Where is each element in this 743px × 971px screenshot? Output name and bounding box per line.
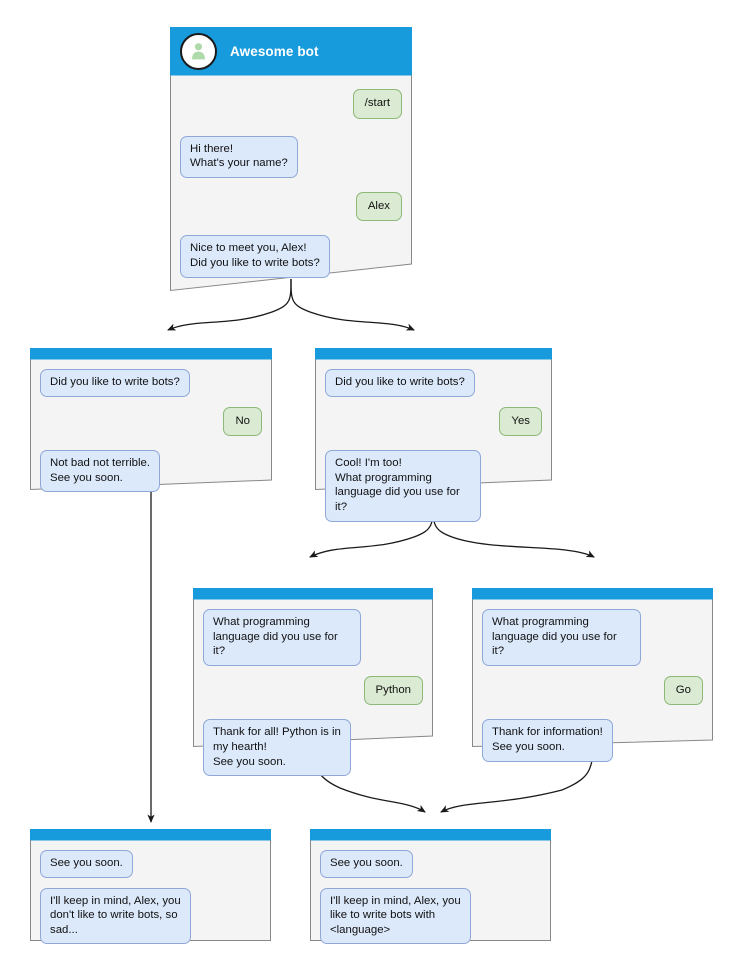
bot-bubble[interactable]: Cool! I'm too! What programming language… <box>325 450 482 522</box>
person-icon <box>192 42 205 59</box>
node-yes-branch[interactable]: Did you like to write bots? Yes Cool! I'… <box>315 348 552 522</box>
bot-bubble[interactable]: Did you like to write bots? <box>40 369 190 397</box>
node-end-no[interactable]: See you soon. I'll keep in mind, Alex, y… <box>30 829 271 945</box>
node-header-strip <box>30 348 272 359</box>
message-row: What programming language did you use fo… <box>482 609 703 666</box>
message-row: /start <box>180 89 402 119</box>
bot-bubble[interactable]: See you soon. <box>40 850 133 878</box>
end-yes-messages: See you soon. I'll keep in mind, Alex, y… <box>310 840 551 945</box>
message-row: Go <box>482 675 703 706</box>
yes-branch-messages: Did you like to write bots? Yes Cool! I'… <box>315 359 552 522</box>
node-header-strip <box>315 348 552 359</box>
bot-bubble[interactable]: Nice to meet you, Alex! Did you like to … <box>180 235 330 278</box>
node-header-strip <box>310 829 551 840</box>
message-row: No <box>40 406 262 437</box>
bot-bubble[interactable]: What programming language did you use fo… <box>482 609 642 666</box>
message-row: What programming language did you use fo… <box>203 609 423 666</box>
bot-bubble[interactable]: I'll keep in mind, Alex, you don't like … <box>40 887 191 945</box>
bot-bubble[interactable]: What programming language did you use fo… <box>203 609 362 666</box>
node-header-strip <box>30 829 271 840</box>
python-branch-messages: What programming language did you use fo… <box>193 599 433 777</box>
user-bubble[interactable]: Python <box>363 675 423 706</box>
root-header-title: Awesome bot <box>230 43 319 59</box>
message-row: Did you like to write bots? <box>40 369 262 397</box>
message-row: See you soon. <box>40 850 261 878</box>
node-root[interactable]: Awesome bot /start Hi there! What's your… <box>170 27 412 292</box>
avatar <box>180 32 217 70</box>
bot-bubble[interactable]: Not bad not terrible. See you soon. <box>40 450 161 493</box>
message-row: Nice to meet you, Alex! Did you like to … <box>180 235 402 278</box>
message-row: Hi there! What's your name? <box>180 135 402 178</box>
bot-bubble[interactable]: Thank for all! Python is in my hearth! S… <box>203 719 351 777</box>
bot-bubble[interactable]: I'll keep in mind, Alex, you like to wri… <box>320 887 471 945</box>
root-messages: /start Hi there! What's your name? Alex … <box>170 75 412 278</box>
bot-bubble[interactable]: See you soon. <box>320 850 413 878</box>
message-row: Not bad not terrible. See you soon. <box>40 450 262 493</box>
node-go-branch[interactable]: What programming language did you use fo… <box>472 588 713 762</box>
message-row: Python <box>203 675 423 706</box>
node-end-yes[interactable]: See you soon. I'll keep in mind, Alex, y… <box>310 829 551 945</box>
bot-bubble[interactable]: Did you like to write bots? <box>325 369 475 397</box>
message-row: See you soon. <box>320 850 541 878</box>
node-header-strip <box>472 588 713 599</box>
message-row: I'll keep in mind, Alex, you don't like … <box>40 887 261 945</box>
go-branch-messages: What programming language did you use fo… <box>472 599 713 762</box>
user-bubble[interactable]: Go <box>663 675 703 706</box>
message-row: I'll keep in mind, Alex, you like to wri… <box>320 887 541 945</box>
message-row: Cool! I'm too! What programming language… <box>325 450 542 522</box>
message-row: Did you like to write bots? <box>325 369 542 397</box>
end-no-messages: See you soon. I'll keep in mind, Alex, y… <box>30 840 271 945</box>
message-row: Thank for all! Python is in my hearth! S… <box>203 719 423 777</box>
user-bubble[interactable]: No <box>223 406 262 437</box>
user-bubble[interactable]: /start <box>352 89 402 119</box>
message-row: Alex <box>180 191 402 222</box>
no-branch-messages: Did you like to write bots? No Not bad n… <box>30 359 272 493</box>
node-python-branch[interactable]: What programming language did you use fo… <box>193 588 433 777</box>
bot-bubble[interactable]: Thank for information! See you soon. <box>482 719 613 762</box>
user-bubble[interactable]: Alex <box>355 191 402 222</box>
node-no-branch[interactable]: Did you like to write bots? No Not bad n… <box>30 348 272 493</box>
root-header: Awesome bot <box>170 27 412 75</box>
message-row: Thank for information! See you soon. <box>482 719 703 762</box>
user-bubble[interactable]: Yes <box>499 406 542 437</box>
message-row: Yes <box>325 406 542 437</box>
node-header-strip <box>193 588 433 599</box>
bot-bubble[interactable]: Hi there! What's your name? <box>180 135 298 178</box>
